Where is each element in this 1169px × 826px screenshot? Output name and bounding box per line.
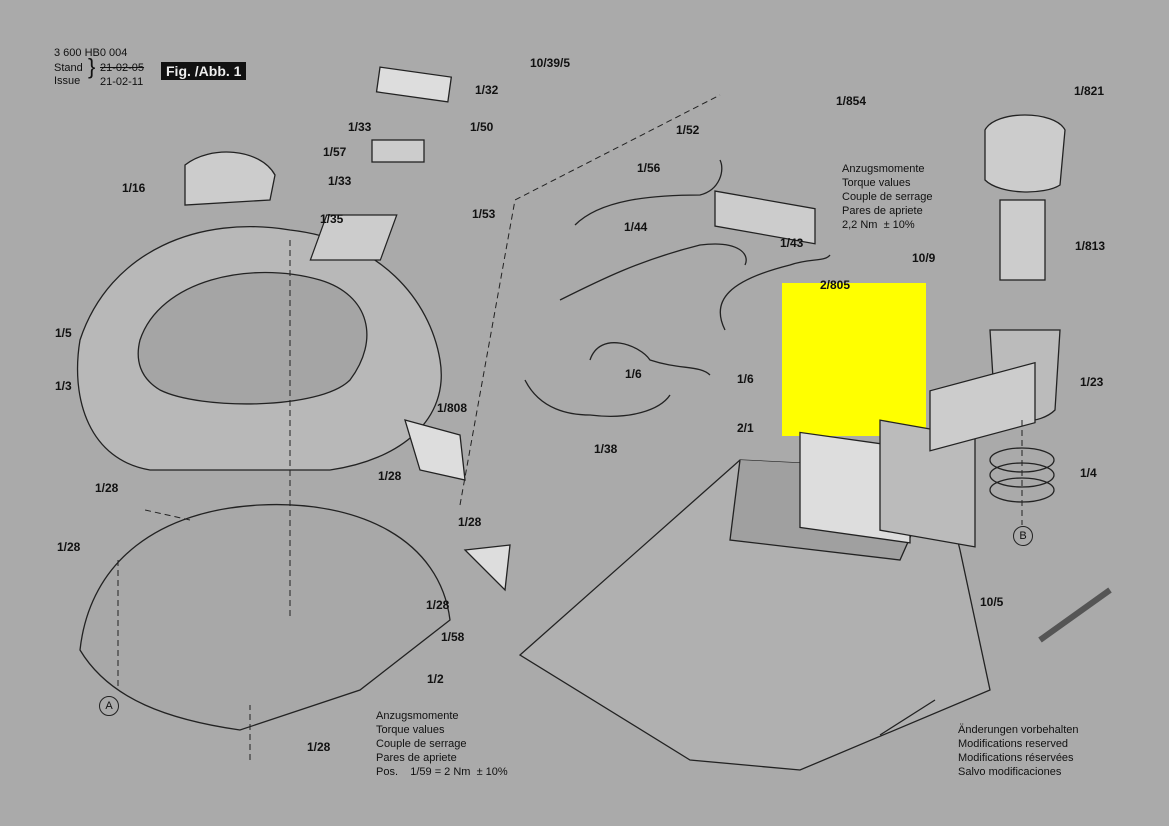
part-label: 1/28 (458, 515, 482, 529)
part-label: 10/39/5 (530, 56, 571, 70)
part-label: 1/6 (737, 372, 754, 386)
part-label: 1/5 (55, 326, 72, 340)
part-label: 2/1 (737, 421, 754, 435)
part-label: 1/28 (378, 469, 402, 483)
part-label-highlighted: 2/805 (820, 278, 851, 292)
sticker (463, 544, 511, 592)
part-label: 1/57 (323, 145, 347, 159)
cable-1-44 (559, 243, 747, 301)
issue-date: 21-02-11 (100, 76, 144, 88)
lower-chassis-1-2 (79, 503, 451, 731)
board-1-854 (714, 190, 816, 245)
torque-line: Pos. 1/59 = 2 Nm ± 10% (376, 766, 508, 778)
part-label: 1/28 (307, 740, 331, 754)
part-label: 1/56 (637, 161, 661, 175)
sticker-1-16 (184, 151, 276, 206)
torque-line: Anzugsmomente (842, 163, 925, 175)
display-1-53 (309, 214, 398, 261)
panel-1-57 (371, 139, 425, 163)
brace: } (88, 54, 96, 79)
part-label: 1/6 (625, 367, 642, 381)
torque-line: Torque values (842, 177, 911, 189)
figure-label: Fig. /Abb. 1 (161, 62, 247, 80)
motor-housing-1-821 (984, 114, 1066, 193)
part-label: 1/43 (780, 236, 804, 250)
note-line: Modifications reserved (958, 738, 1069, 750)
part-label: 1/28 (426, 598, 450, 612)
issue-label: Issue (54, 75, 81, 87)
torque-line: Couple de serrage (376, 738, 467, 750)
part-label: 1/33 (328, 174, 352, 188)
torque-line: 2,2 Nm ± 10% (842, 219, 915, 231)
part-label: 1/16 (122, 181, 146, 195)
torque-line: Pares de apriete (842, 205, 923, 217)
torque-line: Couple de serrage (842, 191, 933, 203)
part-label: 1/32 (475, 83, 499, 97)
part-label: 1/58 (441, 630, 465, 644)
note-line: Änderungen vorbehalten (958, 724, 1079, 736)
bracket-10-9 (879, 419, 976, 548)
part-label: 1/35 (320, 212, 344, 226)
part-label: 1/23 (1080, 375, 1104, 389)
part-label: 1/854 (836, 94, 867, 108)
doc-number: 3 600 HB0 004 (54, 47, 128, 59)
part-label: 1/52 (676, 123, 700, 137)
cable-1-43 (719, 254, 831, 331)
cable-1-6 (589, 342, 711, 376)
part-label: 1/33 (348, 120, 372, 134)
part-label: 1/50 (470, 120, 494, 134)
part-label: 1/813 (1075, 239, 1106, 253)
part-label: 10/9 (912, 251, 936, 265)
torque-line: Torque values (376, 724, 445, 736)
motor-1-813 (999, 199, 1046, 281)
part-label: 1/4 (1080, 466, 1097, 480)
torque-line: Pares de apriete (376, 752, 457, 764)
highlight-box (782, 283, 926, 436)
part-label: 1/38 (594, 442, 618, 456)
stand-date: 21-02-05 (100, 62, 145, 74)
part-label: 10/5 (980, 595, 1004, 609)
part-label: 1/821 (1074, 84, 1105, 98)
torque-line: Anzugsmomente (376, 710, 459, 722)
cable-1-56 (574, 159, 723, 226)
marker-a: A (99, 696, 119, 716)
part-label: 1/3 (55, 379, 72, 393)
part-label: 1/28 (57, 540, 81, 554)
part-label: 1/28 (95, 481, 119, 495)
stop-button-1-32 (375, 66, 453, 103)
note-line: Modifications réservées (958, 752, 1074, 764)
power-supply-10-5 (929, 361, 1036, 452)
part-label: 1/2 (427, 672, 444, 686)
note-line: Salvo modificaciones (958, 766, 1062, 778)
part-label: 1/53 (472, 207, 496, 221)
cover-opening (137, 271, 368, 405)
stand-label: Stand (54, 62, 83, 74)
part-label: 1/808 (437, 401, 468, 415)
sticker-1-808 (404, 419, 466, 481)
part-label: 1/44 (624, 220, 648, 234)
marker-b: B (1013, 526, 1033, 546)
cable-1-38 (524, 379, 671, 417)
